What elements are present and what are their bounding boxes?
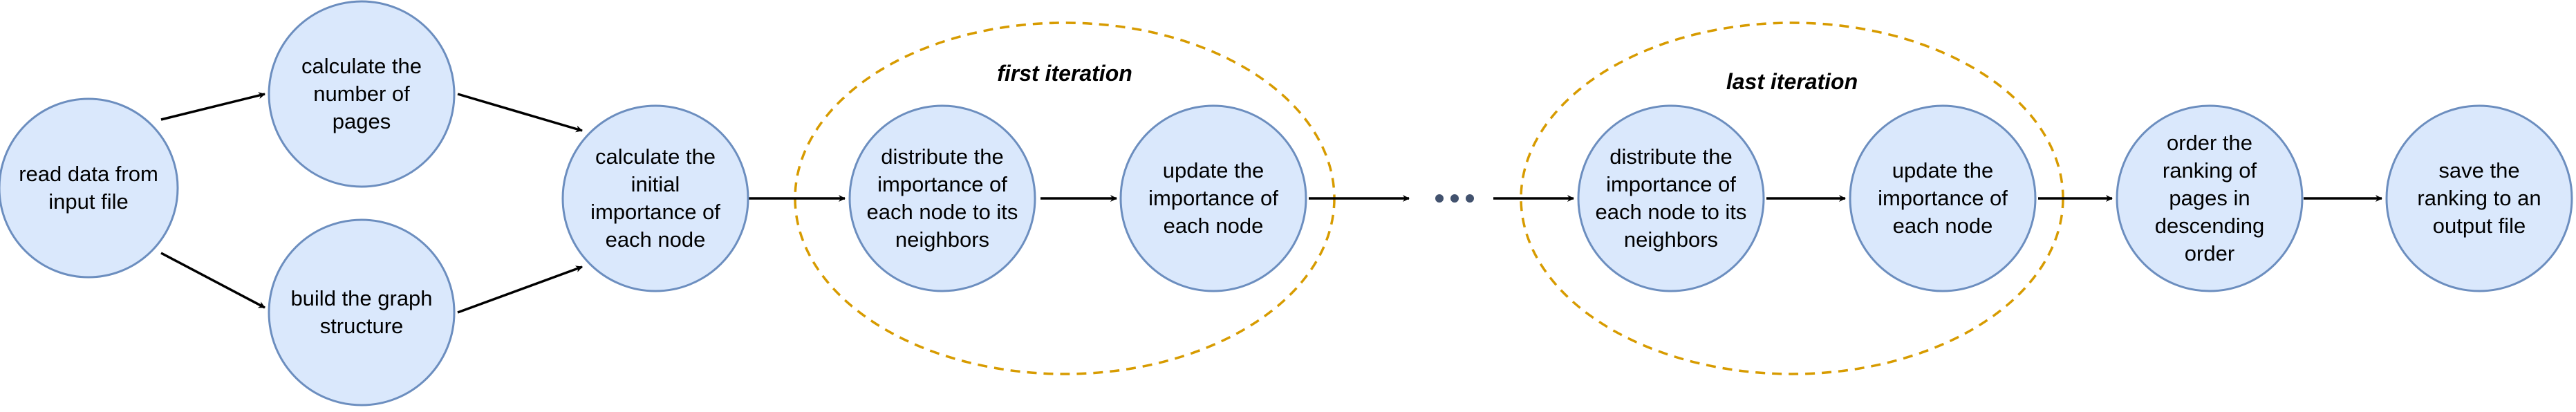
edge-read-to-pages <box>160 92 265 121</box>
edge-read-to-graph <box>160 252 265 309</box>
node-distribute-first <box>848 104 1036 292</box>
edge-graph-to-initial <box>457 265 583 314</box>
node-update-first <box>1119 104 1307 292</box>
node-distribute-last-label: distribute the importance of each node t… <box>1595 144 1747 252</box>
node-build-graph-label: build the graph structure <box>290 286 433 338</box>
node-update-last-label: update the importance of each node <box>1878 158 2008 238</box>
last-iteration-label: last iteration <box>1726 69 1858 94</box>
node-calc-pages-label: calculate the number of pages <box>301 54 422 133</box>
node-save-ranking-label: save the ranking to an output file <box>2417 158 2541 238</box>
ellipsis-dot <box>1435 194 1444 203</box>
node-order-ranking-label: order the ranking of pages in descending… <box>2154 131 2265 265</box>
ellipsis-dot <box>1466 194 1474 203</box>
node-distribute-last <box>1577 104 1765 292</box>
ellipsis-dot <box>1450 194 1459 203</box>
node-order-ranking <box>2116 104 2304 292</box>
node-distribute-first-label: distribute the importance of each node t… <box>866 144 1018 252</box>
node-read-data <box>0 97 179 279</box>
edge-pages-to-initial <box>457 93 583 133</box>
node-read-data-label: read data from input file <box>19 162 158 214</box>
node-update-last <box>1849 104 2037 292</box>
node-save-ranking <box>2385 104 2573 292</box>
iteration-ellipsis <box>1435 194 1474 203</box>
node-build-graph <box>268 218 456 406</box>
first-iteration-label: first iteration <box>997 61 1132 86</box>
node-update-first-label: update the importance of each node <box>1148 158 1278 238</box>
node-calc-initial-label: calculate the initial importance of each… <box>590 144 720 252</box>
node-calc-initial <box>561 104 749 292</box>
node-calc-pages <box>268 0 456 188</box>
